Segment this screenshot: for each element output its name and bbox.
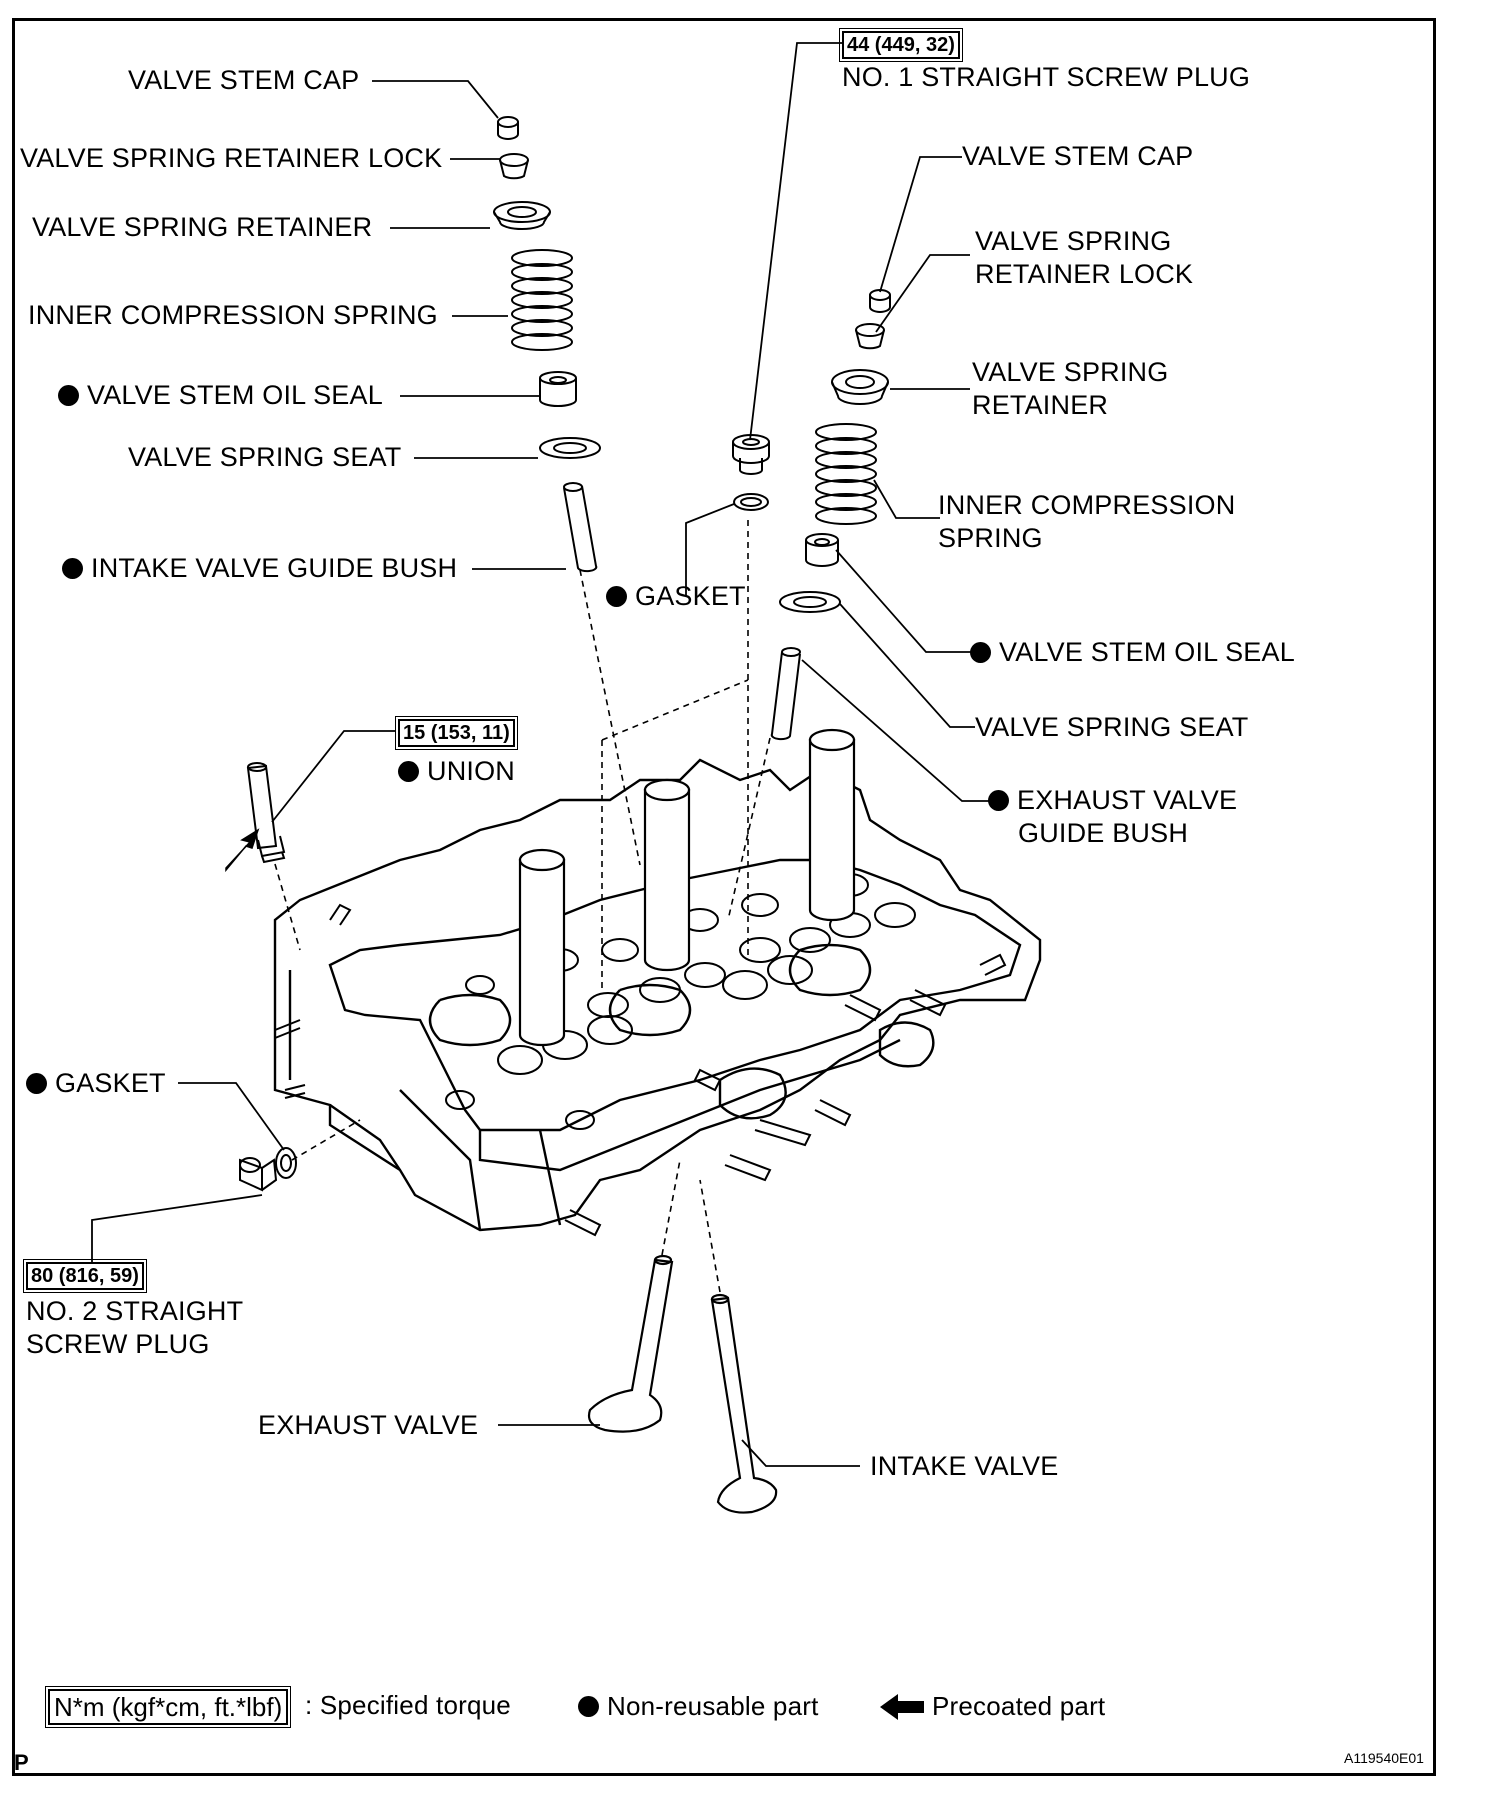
studs: [274, 903, 1007, 1237]
label-no2-straight-screw-plug-2: SCREW PLUG: [26, 1329, 210, 1359]
nonreusable-dot-icon: [58, 385, 79, 406]
left-arrow-icon: [880, 1694, 924, 1720]
right-valve-stack: [770, 289, 891, 741]
label-exhaust-valve-guide-bush-1: EXHAUST VALVE: [988, 784, 1237, 817]
legend-nonreusable: Non-reusable part: [578, 1690, 819, 1723]
no1-plug-and-gasket: [732, 434, 770, 511]
label-valve-spring-retainer-left: VALVE SPRING RETAINER: [32, 212, 373, 242]
label-valve-stem-cap-right: VALVE STEM CAP: [962, 141, 1194, 171]
nonreusable-dot-icon: [62, 558, 83, 579]
exhaust-valve-part: [587, 1254, 674, 1433]
label-no2-straight-screw-plug-1: NO. 2 STRAIGHT: [26, 1296, 244, 1326]
no2-plug-and-gasket: [239, 1147, 297, 1192]
label-inner-compression-spring-left: INNER COMPRESSION SPRING: [28, 300, 438, 330]
label-valve-stem-oil-seal-right: VALVE STEM OIL SEAL: [970, 636, 1295, 669]
left-valve-stack: [493, 116, 601, 573]
union-part: [246, 762, 286, 864]
nonreusable-dot-icon: [988, 790, 1009, 811]
legend-torque-unit: N*m (kgf*cm, ft.*lbf): [44, 1686, 292, 1728]
label-intake-valve-guide-bush: INTAKE VALVE GUIDE BUSH: [62, 552, 457, 585]
corner-letter: P: [14, 1750, 29, 1775]
spring-coils-left: [511, 249, 573, 351]
label-valve-stem-oil-seal-left: VALVE STEM OIL SEAL: [58, 379, 383, 412]
label-gasket-left: GASKET: [26, 1067, 166, 1100]
label-valve-spring-retainer-right-1: VALVE SPRING: [972, 357, 1169, 387]
label-valve-spring-seat-right: VALVE SPRING SEAT: [975, 712, 1249, 742]
label-text: EXHAUST VALVE: [1017, 785, 1238, 815]
label-no1-straight-screw-plug: NO. 1 STRAIGHT SCREW PLUG: [842, 62, 1251, 92]
cylinder-head: [273, 758, 1042, 1237]
legend-torque-text: : Specified torque: [305, 1690, 511, 1720]
label-valve-spring-retainer-lock-right-2: RETAINER LOCK: [975, 259, 1194, 289]
label-valve-stem-cap-left: VALVE STEM CAP: [128, 65, 360, 95]
legend-nonreusable-text: Non-reusable part: [607, 1691, 819, 1721]
nonreusable-dot-icon: [26, 1073, 47, 1094]
label-text: VALVE STEM OIL SEAL: [87, 380, 383, 410]
label-inner-compression-spring-right-2: SPRING: [938, 523, 1043, 553]
label-text: UNION: [427, 756, 515, 786]
valve-ports: [445, 873, 916, 1130]
label-intake-valve: INTAKE VALVE: [870, 1451, 1059, 1481]
torque-union: 15 (153, 11): [395, 716, 518, 750]
spring-coils-right: [815, 423, 877, 525]
torque-no2-plug: 80 (816, 59): [23, 1259, 147, 1293]
label-inner-compression-spring-right-1: INNER COMPRESSION: [938, 490, 1236, 520]
guide-tubes: [518, 728, 856, 1047]
label-gasket-mid: GASKET: [606, 580, 746, 613]
label-exhaust-valve-guide-bush-2: GUIDE BUSH: [1018, 818, 1189, 848]
label-union: UNION: [398, 755, 515, 788]
leader-lines: [91, 42, 995, 1467]
label-valve-spring-seat-left: VALVE SPRING SEAT: [128, 442, 402, 472]
legend-precoated: Precoated part: [880, 1690, 1105, 1723]
label-text: VALVE STEM OIL SEAL: [999, 637, 1295, 667]
label-valve-spring-retainer-right-2: RETAINER: [972, 390, 1109, 420]
label-text: GASKET: [635, 581, 746, 611]
assembly-lines: [274, 520, 771, 1293]
filled-circle-icon: [578, 1696, 599, 1717]
intake-valve-part: [710, 1293, 778, 1514]
figure-code: A119540E01: [1344, 1750, 1424, 1766]
precoated-arrow-icon: [225, 828, 260, 873]
nonreusable-dot-icon: [970, 642, 991, 663]
torque-no1-plug: 44 (449, 32): [839, 28, 963, 62]
nonreusable-dot-icon: [606, 586, 627, 607]
legend-precoated-text: Precoated part: [932, 1691, 1106, 1721]
label-valve-spring-retainer-lock-right-1: VALVE SPRING: [975, 226, 1172, 256]
label-text: INTAKE VALVE GUIDE BUSH: [91, 553, 458, 583]
nonreusable-dot-icon: [398, 761, 419, 782]
diagram-frame: [12, 18, 1436, 1776]
label-text: GASKET: [55, 1068, 166, 1098]
label-exhaust-valve: EXHAUST VALVE: [258, 1410, 479, 1440]
label-valve-spring-retainer-lock-left: VALVE SPRING RETAINER LOCK: [20, 143, 443, 173]
